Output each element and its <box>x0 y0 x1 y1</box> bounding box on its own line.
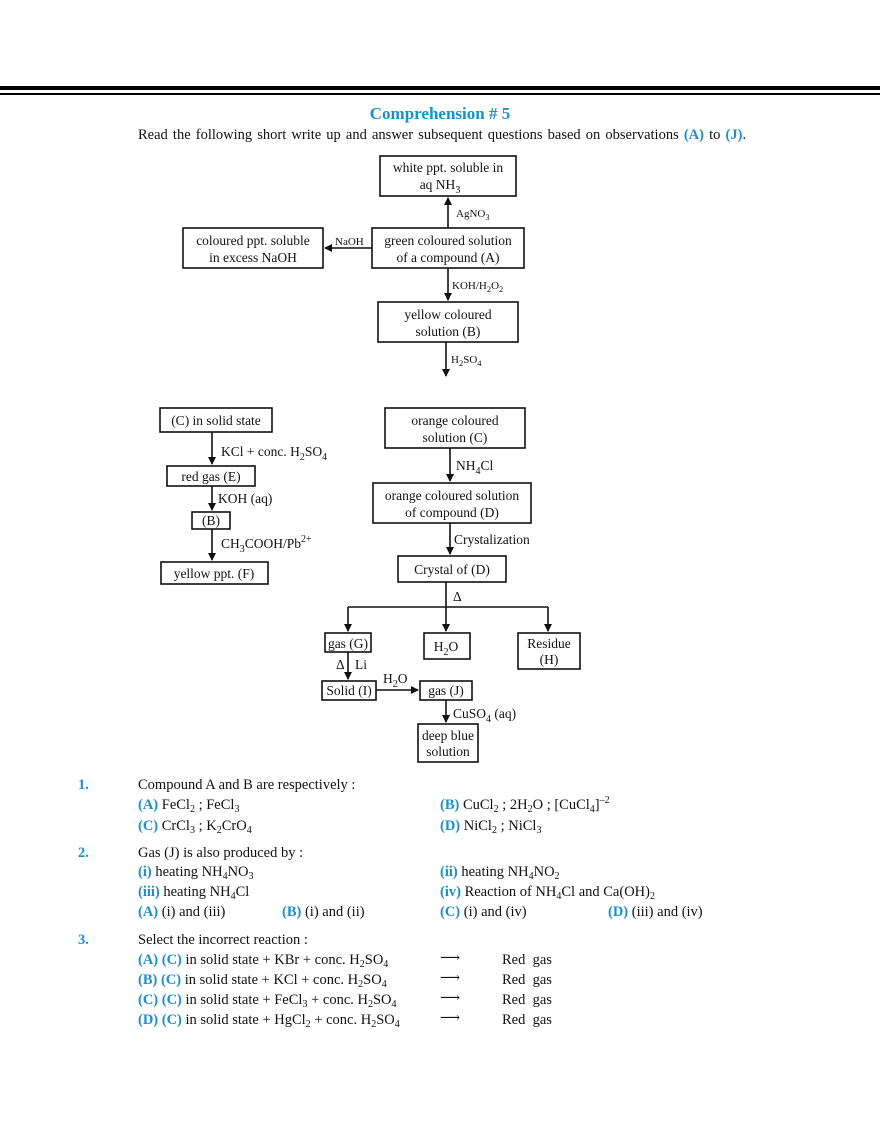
label-naoh: NaOH <box>335 236 364 248</box>
q3-product-b: Red gas <box>502 972 552 988</box>
q2-statement-i: (i) heating NH4NO3 <box>138 864 254 882</box>
box-solution-c <box>384 407 526 449</box>
intro-text: Read the following short write up and an… <box>138 127 747 143</box>
q3-product-a: Red gas <box>502 952 552 968</box>
box-white-ppt-line2: aq NH3 <box>420 177 461 196</box>
q3-option-b[interactable]: (B) (C) in solid state + KCl + conc. H2S… <box>138 972 387 990</box>
box-residue-line1: Residue <box>527 636 571 651</box>
box-residue-line2: (H) <box>540 652 559 667</box>
box-residue <box>517 632 581 670</box>
q3-product-c: Red gas <box>502 992 552 1008</box>
box-red-gas-text: red gas (E) <box>181 469 240 484</box>
box-solution-b-line1: yellow coloured <box>404 307 492 322</box>
q3-arrow-d: ⟶ <box>440 1011 461 1026</box>
flowchart-diagram: white ppt. soluble in aq NH3 green colou… <box>159 155 581 763</box>
box-compound-d <box>372 482 532 524</box>
question-1-number: 1. <box>78 777 89 793</box>
label-nh4cl: NH4Cl <box>456 458 494 477</box>
box-c-solid-text: (C) in solid state <box>171 413 261 428</box>
question-3-text: Select the incorrect reaction : <box>138 932 308 948</box>
box-h2o-text: H2O <box>434 639 459 658</box>
label-li: Li <box>355 657 367 672</box>
label-koh-aq: KOH (aq) <box>218 491 272 506</box>
box-compound-d-line2: of compound (D) <box>405 505 499 520</box>
box-compound-a-line1: green coloured solution <box>384 233 512 248</box>
q1-option-d[interactable]: (D) NiCl2 ; NiCl3 <box>440 818 542 836</box>
box-coloured-ppt-line1: coloured ppt. soluble <box>196 233 310 248</box>
q3-option-c[interactable]: (C) (C) in solid state + FeCl3 + conc. H… <box>138 992 397 1010</box>
q2-statement-iii: (iii) heating NH4Cl <box>138 884 250 902</box>
label-h2o-arrow: H2O <box>383 671 408 690</box>
box-compound-d-line1: orange coloured solution <box>385 488 519 503</box>
label-crystalization: Crystalization <box>454 532 530 547</box>
box-crystal-d-text: Crystal of (D) <box>414 562 490 577</box>
box-solution-c-line2: solution (C) <box>423 430 488 445</box>
box-white-ppt <box>379 155 517 197</box>
question-2-text: Gas (J) is also produced by : <box>138 845 304 861</box>
q2-option-a[interactable]: (A) (i) and (iii) <box>138 904 226 920</box>
box-coloured-ppt-line2: in excess NaOH <box>209 250 297 265</box>
box-deep-blue <box>417 723 479 763</box>
box-deep-blue-line1: deep blue <box>422 728 474 743</box>
box-red-gas <box>166 465 256 487</box>
q2-option-c[interactable]: (C) (i) and (iv) <box>440 904 527 920</box>
q1-option-c[interactable]: (C) CrCl3 ; K2CrO4 <box>138 818 252 836</box>
label-koh-h2o2: KOH/H2O2 <box>452 280 503 294</box>
label-cuso4: CuSO4 (aq) <box>453 706 516 725</box>
question-3-number: 3. <box>78 932 89 948</box>
box-solution-b <box>377 301 519 343</box>
q3-option-d[interactable]: (D) (C) in solid state + HgCl2 + conc. H… <box>138 1012 400 1030</box>
box-b2 <box>191 511 231 530</box>
box-white-ppt-line1: white ppt. soluble in <box>393 160 503 175</box>
box-crystal-d <box>397 555 507 583</box>
box-solution-b-line2: solution (B) <box>416 324 481 339</box>
label-kcl-h2so4: KCl + conc. H2SO4 <box>221 444 327 463</box>
box-h2o <box>423 632 471 660</box>
box-solid-i-text: Solid (I) <box>326 683 371 698</box>
box-c-solid <box>159 407 273 433</box>
q2-statement-ii: (ii) heating NH4NO2 <box>440 864 560 882</box>
box-solution-c-line1: orange coloured <box>411 413 499 428</box>
box-b2-text: (B) <box>202 513 220 528</box>
label-ch3cooh-pb: CH3COOH/Pb2+ <box>221 534 312 555</box>
q2-statement-iv: (iv) Reaction of NH4Cl and Ca(OH)2 <box>440 884 655 902</box>
header-rule-thin <box>0 93 880 95</box>
box-yellow-ppt-text: yellow ppt. (F) <box>174 566 255 581</box>
label-agno3: AgNO3 <box>456 208 490 222</box>
label-delta-li-delta: Δ <box>336 657 345 672</box>
q2-option-b[interactable]: (B) (i) and (ii) <box>282 904 365 920</box>
box-gas-g-text: gas (G) <box>328 636 368 651</box>
header-rule-thick <box>0 86 880 90</box>
box-compound-a-line2: of a compound (A) <box>396 250 499 265</box>
q3-arrow-c: ⟶ <box>440 991 461 1006</box>
page-title: Comprehension # 5 <box>369 104 511 123</box>
q3-arrow-b: ⟶ <box>440 971 461 986</box>
box-yellow-ppt <box>160 561 269 585</box>
label-h2so4: H2SO4 <box>451 354 482 368</box>
q1-option-a[interactable]: (A) FeCl2 ; FeCl3 <box>138 797 240 815</box>
q2-option-d[interactable]: (D) (iii) and (iv) <box>608 904 703 920</box>
box-deep-blue-line2: solution <box>426 744 470 759</box>
q3-arrow-a: ⟶ <box>440 951 461 966</box>
q3-option-a[interactable]: (A) (C) in solid state + KBr + conc. H2S… <box>138 952 389 970</box>
q1-option-b[interactable]: (B) CuCl2 ; 2H2O ; [CuCl4]–2 <box>440 795 610 815</box>
box-gas-j-text: gas (J) <box>428 683 464 698</box>
question-2-number: 2. <box>78 845 89 861</box>
box-coloured-ppt <box>182 227 324 269</box>
q3-product-d: Red gas <box>502 1012 552 1028</box>
question-1-text: Compound A and B are respectively : <box>138 777 356 793</box>
label-delta-heat: Δ <box>453 589 462 604</box>
